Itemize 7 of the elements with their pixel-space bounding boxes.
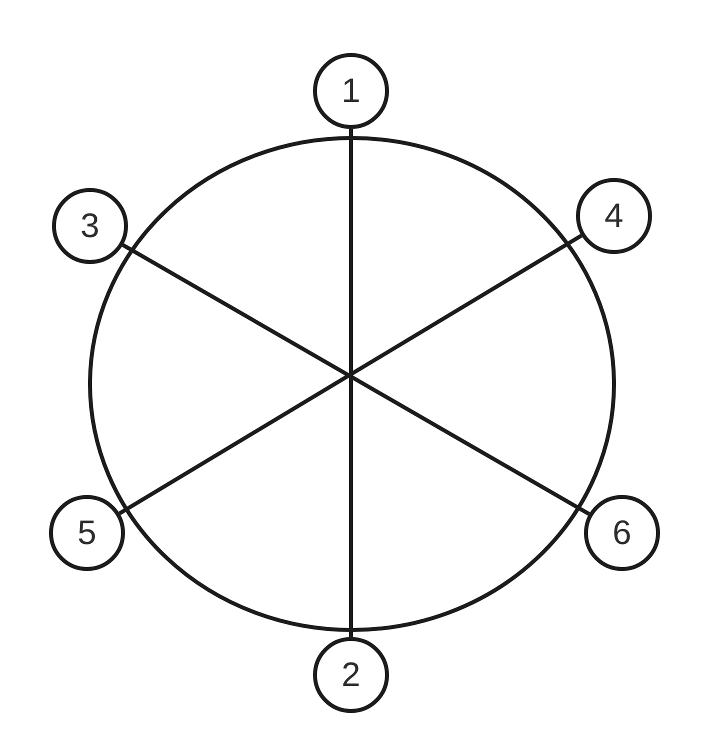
connector-line [349,129,353,637]
node-number: 4 [604,199,624,233]
node-number: 5 [78,516,96,550]
node-number: 3 [80,209,100,243]
node-number: 6 [612,516,632,550]
node-number: 1 [342,74,360,108]
node-number: 2 [342,658,360,692]
